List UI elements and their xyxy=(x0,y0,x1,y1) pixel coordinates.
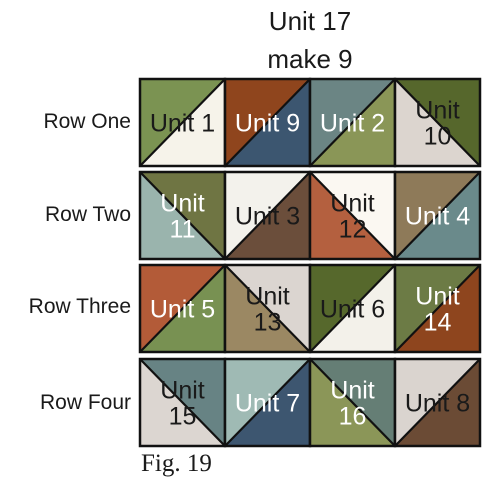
unit-label-line: Unit xyxy=(330,377,375,405)
unit-label-line: Unit xyxy=(160,190,205,218)
diagonal-seam xyxy=(139,264,226,353)
header-line-2: make 9 xyxy=(267,44,353,74)
quilt-unit: Unit 2 xyxy=(308,77,397,168)
unit-label-line: Unit xyxy=(245,283,290,311)
unit-border xyxy=(393,357,482,448)
unit-label: Unit 9 xyxy=(235,110,300,138)
unit-label-line: 13 xyxy=(254,309,282,337)
unit-label: Unit 7 xyxy=(235,390,300,418)
unit-border xyxy=(393,77,482,168)
diagonal-seam xyxy=(309,264,396,353)
unit-label-line: 14 xyxy=(424,309,452,337)
unit-label: Unit 2 xyxy=(320,110,385,138)
unit-label-line: Unit xyxy=(160,377,205,405)
diagonal-seam xyxy=(394,78,481,167)
unit-label: Unit 3 xyxy=(235,203,300,231)
unit-border xyxy=(393,263,482,354)
diagonal-seam xyxy=(139,358,226,447)
figure-caption: Fig. 19 xyxy=(141,450,212,477)
unit-label: Unit 1 xyxy=(150,110,215,138)
diagonal-seam xyxy=(139,78,226,167)
unit-label-line: 12 xyxy=(339,216,367,244)
diagonal-seam xyxy=(394,264,481,353)
unit-label-line: Unit xyxy=(415,283,460,311)
row-label-four: Row Four xyxy=(39,391,131,414)
diagonal-seam xyxy=(224,358,311,447)
quilt-unit: Unit 6 xyxy=(308,263,397,354)
diagonal-seam xyxy=(224,171,311,260)
row-label-three: Row Three xyxy=(28,295,131,318)
unit-label: Unit 5 xyxy=(150,296,215,324)
unit-label-line: 16 xyxy=(339,403,367,431)
unit-label-line: 15 xyxy=(169,403,197,431)
diagonal-seam xyxy=(139,171,226,260)
quilt-unit: Unit 1 xyxy=(138,77,227,168)
unit-label-line: 11 xyxy=(170,216,196,244)
diagonal-seam xyxy=(309,358,396,447)
quilt-unit: Unit 5 xyxy=(138,263,227,354)
row-label-two: Row Two xyxy=(45,203,131,226)
quilt-unit: Unit 8 xyxy=(393,357,482,448)
diagonal-seam xyxy=(394,171,481,260)
diagonal-seam xyxy=(224,264,311,353)
unit-label: Unit 4 xyxy=(405,203,470,231)
diagonal-seam xyxy=(394,358,481,447)
diagonal-seam xyxy=(309,171,396,260)
unit-label-line: Unit xyxy=(330,190,375,218)
unit-label: Unit 8 xyxy=(405,390,470,418)
diagonal-seam xyxy=(309,78,396,167)
header-line-1: Unit 17 xyxy=(268,6,352,36)
unit-label-line: 10 xyxy=(424,123,452,151)
diagonal-seam xyxy=(224,78,311,167)
row-label-one: Row One xyxy=(43,110,131,133)
quilt-unit: Unit 4 xyxy=(393,170,482,261)
unit-border xyxy=(393,170,482,261)
quilt-unit: Unit 7 xyxy=(223,357,312,448)
unit-label: Unit 6 xyxy=(320,296,385,324)
unit-label-line: Unit xyxy=(415,97,460,125)
quilt-unit: Unit 9 xyxy=(223,77,312,168)
quilt-unit: Unit 3 xyxy=(223,170,312,261)
